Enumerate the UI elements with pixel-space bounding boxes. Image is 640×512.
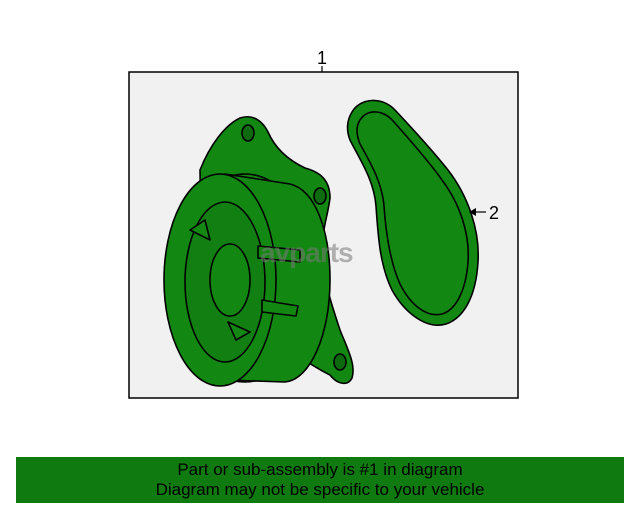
- gasket-inner-edge: [356, 111, 470, 316]
- banner-line-2: Diagram may not be specific to your vehi…: [155, 480, 485, 499]
- callout-2-arrowhead: [469, 208, 476, 216]
- gasket-part[interactable]: [346, 99, 480, 326]
- pump-vane-upper: [189, 219, 211, 241]
- flange-bolt-hole-top: [241, 124, 255, 142]
- water-pump-part[interactable]: [163, 116, 354, 387]
- pump-hub: [209, 243, 251, 317]
- callout-1-label[interactable]: 1: [317, 48, 327, 68]
- pump-vane-lower: [227, 321, 251, 341]
- banner-line-1: Part or sub-assembly is #1 in diagram: [177, 460, 463, 479]
- flange-bolt-hole-bottom: [333, 353, 347, 371]
- callout-2-label[interactable]: 2: [489, 203, 499, 223]
- flange-bolt-hole-right: [313, 187, 327, 205]
- pump-shaft-rib: [257, 245, 301, 263]
- pump-shaft-rib-lower: [261, 299, 299, 317]
- info-banner: Part or sub-assembly is #1 in diagram Di…: [16, 457, 624, 503]
- watermark-text: avparts: [260, 237, 353, 268]
